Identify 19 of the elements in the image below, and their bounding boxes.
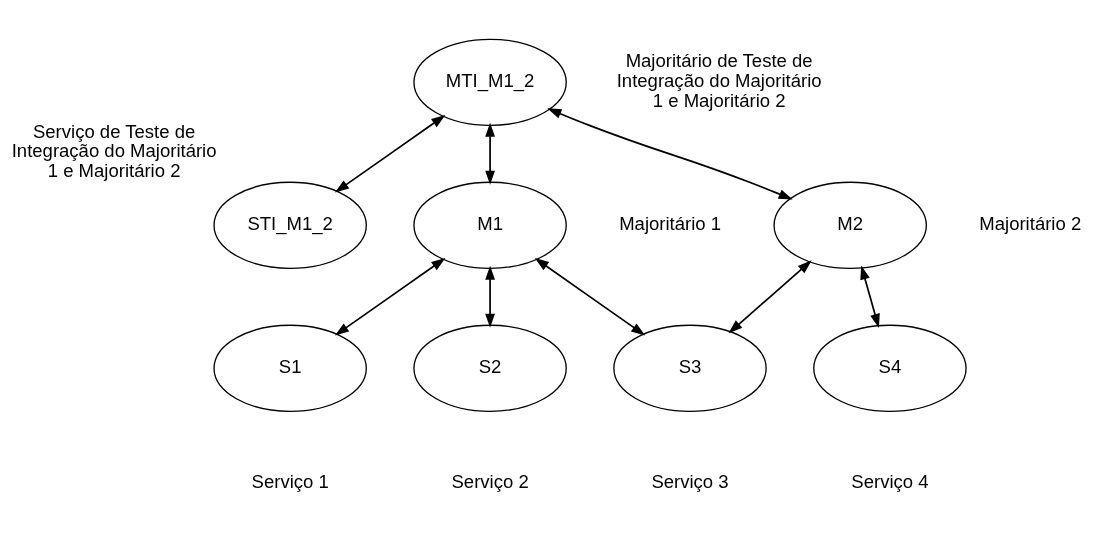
- node-label: Serviço 3: [651, 470, 729, 492]
- node-ellipse: S4: [813, 324, 967, 412]
- arrow: [334, 257, 446, 336]
- arrow: [485, 265, 495, 328]
- node-ellipse: S2: [413, 324, 567, 412]
- node-label: Majoritário de Teste de Integração do Majoritário 1 e Majoritário 2: [616, 49, 822, 111]
- arrow: [534, 257, 646, 336]
- arrow: [728, 259, 812, 333]
- node-label: Serviço 2: [451, 470, 529, 492]
- node-label: Serviço 1: [251, 470, 329, 492]
- arrow: [485, 122, 495, 185]
- node-label: Majoritário 1: [619, 212, 722, 234]
- node-label: Majoritário 2: [979, 212, 1082, 234]
- arrow: [860, 264, 880, 328]
- node-label: Serviço de Teste de Integração do Majoritário 1 e Majoritário 2: [11, 120, 217, 181]
- node-label: Serviço 4: [851, 470, 929, 492]
- node-ellipse: M2: [773, 181, 927, 269]
- arrow: [334, 114, 446, 193]
- arrow: [547, 107, 793, 200]
